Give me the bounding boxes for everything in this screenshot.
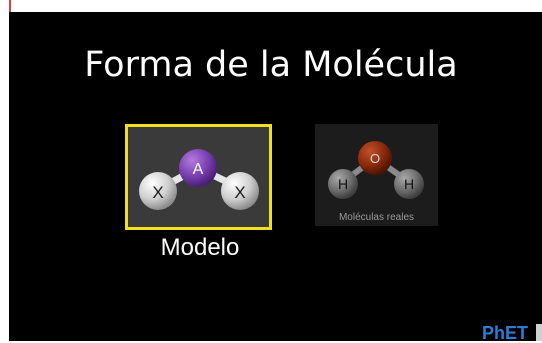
model-molecule-icon: A X X — [139, 149, 259, 210]
sim-title: Forma de la Molécula — [84, 45, 458, 85]
atom-h-left-icon — [328, 169, 358, 199]
screen-button-model[interactable]: A X X — [125, 124, 272, 230]
phet-menu-button[interactable] — [536, 324, 542, 341]
atom-a-label: A — [193, 161, 204, 178]
atom-x-left-label: X — [152, 183, 163, 202]
screen-button-real-molecules[interactable]: O H H Moléculas reales — [315, 124, 438, 226]
atom-a-icon — [179, 149, 217, 187]
phet-logo[interactable]: PhET — [482, 323, 529, 343]
atom-o-label: O — [370, 151, 380, 166]
real-molecule-icon: O H H — [328, 141, 424, 199]
sim-home-screen — [9, 12, 542, 341]
atom-o-icon — [358, 141, 392, 175]
atom-h-left-label: H — [338, 176, 348, 192]
atom-x-right-label: X — [234, 183, 245, 202]
window-edge-marker — [9, 0, 11, 12]
atom-x-right-icon — [221, 172, 259, 210]
screen-label-real-molecules: Moléculas reales — [338, 212, 415, 223]
atom-h-right-label: H — [404, 176, 414, 192]
screen-label-model[interactable]: Modelo — [160, 234, 240, 261]
atom-x-left-icon — [139, 172, 177, 210]
atom-h-right-icon — [394, 169, 424, 199]
